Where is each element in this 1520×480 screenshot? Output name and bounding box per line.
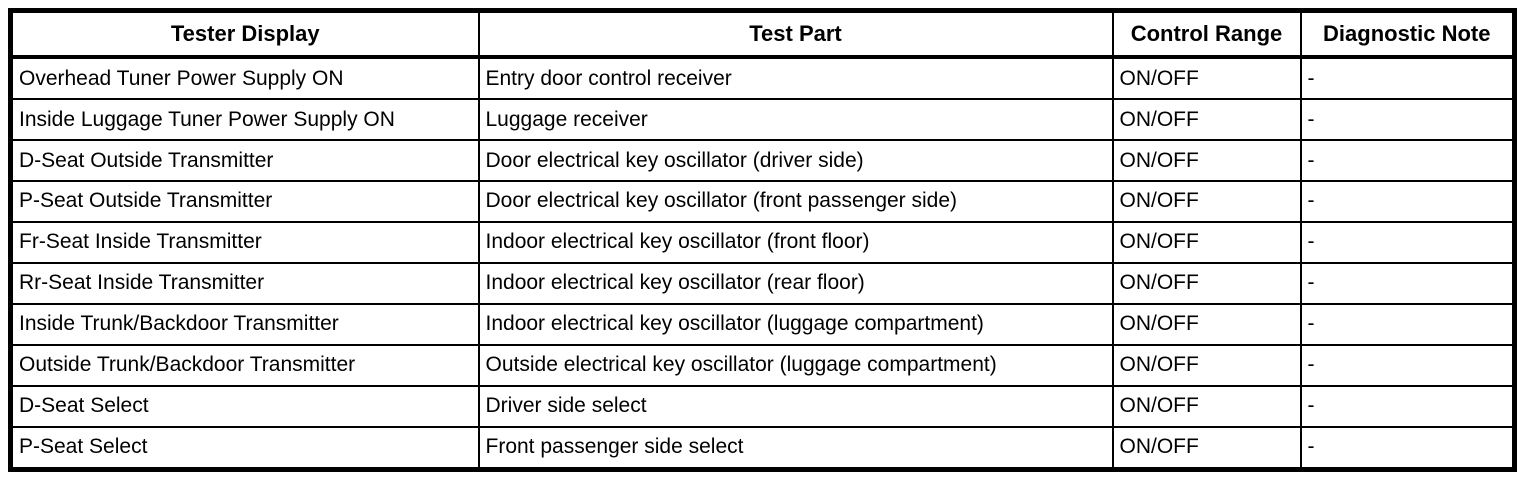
cell-tester-display: Inside Trunk/Backdoor Transmitter	[9, 302, 480, 346]
cell-control-range: ON/OFF	[1111, 55, 1302, 101]
table-row: P-Seat Outside Transmitter Door electric…	[9, 180, 1516, 223]
cell-control-range: ON/OFF	[1111, 343, 1302, 387]
table-header: Tester Display Test Part Control Range D…	[9, 9, 1516, 59]
table-row: Inside Luggage Tuner Power Supply ON Lug…	[9, 98, 1516, 142]
table-row: Overhead Tuner Power Supply ON Entry doo…	[9, 55, 1516, 101]
cell-control-range: ON/OFF	[1111, 139, 1302, 183]
cell-tester-display: D-Seat Select	[9, 384, 480, 428]
cell-test-part: Luggage receiver	[477, 98, 1114, 142]
table-row: Rr-Seat Inside Transmitter Indoor electr…	[9, 261, 1516, 305]
header-row: Tester Display Test Part Control Range D…	[9, 9, 1516, 59]
table-row: Fr-Seat Inside Transmitter Indoor electr…	[9, 220, 1516, 264]
cell-test-part: Indoor electrical key oscillator (rear f…	[477, 261, 1114, 305]
cell-tester-display: Inside Luggage Tuner Power Supply ON	[9, 98, 480, 142]
cell-test-part: Driver side select	[477, 384, 1114, 428]
cell-tester-display: Outside Trunk/Backdoor Transmitter	[9, 343, 480, 387]
cell-control-range: ON/OFF	[1111, 302, 1302, 346]
cell-diagnostic-note: -	[1299, 302, 1516, 346]
cell-test-part: Door electrical key oscillator (driver s…	[477, 139, 1114, 183]
cell-control-range: ON/OFF	[1111, 180, 1302, 223]
cell-control-range: ON/OFF	[1111, 261, 1302, 305]
cell-diagnostic-note: -	[1299, 343, 1516, 387]
cell-tester-display: Overhead Tuner Power Supply ON	[9, 55, 480, 101]
cell-control-range: ON/OFF	[1111, 384, 1302, 428]
cell-tester-display: P-Seat Outside Transmitter	[9, 180, 480, 223]
cell-tester-display: D-Seat Outside Transmitter	[9, 139, 480, 183]
column-header-tester-display: Tester Display	[9, 9, 480, 59]
cell-test-part: Indoor electrical key oscillator (front …	[477, 220, 1114, 264]
cell-diagnostic-note: -	[1299, 384, 1516, 428]
cell-tester-display: P-Seat Select	[9, 425, 480, 471]
active-test-table: Tester Display Test Part Control Range D…	[8, 8, 1517, 472]
cell-test-part: Door electrical key oscillator (front pa…	[477, 180, 1114, 223]
cell-diagnostic-note: -	[1299, 180, 1516, 223]
cell-diagnostic-note: -	[1299, 220, 1516, 264]
cell-tester-display: Rr-Seat Inside Transmitter	[9, 261, 480, 305]
table-row: Inside Trunk/Backdoor Transmitter Indoor…	[9, 302, 1516, 346]
cell-control-range: ON/OFF	[1111, 98, 1302, 142]
cell-diagnostic-note: -	[1299, 139, 1516, 183]
cell-control-range: ON/OFF	[1111, 425, 1302, 471]
cell-diagnostic-note: -	[1299, 98, 1516, 142]
cell-diagnostic-note: -	[1299, 261, 1516, 305]
cell-test-part: Outside electrical key oscillator (lugga…	[477, 343, 1114, 387]
table-row: D-Seat Select Driver side select ON/OFF …	[9, 384, 1516, 428]
cell-test-part: Indoor electrical key oscillator (luggag…	[477, 302, 1114, 346]
table-body: Overhead Tuner Power Supply ON Entry doo…	[9, 55, 1516, 471]
cell-test-part: Front passenger side select	[477, 425, 1114, 471]
table-row: D-Seat Outside Transmitter Door electric…	[9, 139, 1516, 183]
table-row: Outside Trunk/Backdoor Transmitter Outsi…	[9, 343, 1516, 387]
column-header-diagnostic-note: Diagnostic Note	[1299, 9, 1516, 59]
table-row: P-Seat Select Front passenger side selec…	[9, 425, 1516, 471]
cell-diagnostic-note: -	[1299, 55, 1516, 101]
cell-tester-display: Fr-Seat Inside Transmitter	[9, 220, 480, 264]
column-header-test-part: Test Part	[477, 9, 1114, 59]
column-header-control-range: Control Range	[1111, 9, 1302, 59]
cell-test-part: Entry door control receiver	[477, 55, 1114, 101]
cell-control-range: ON/OFF	[1111, 220, 1302, 264]
cell-diagnostic-note: -	[1299, 425, 1516, 471]
